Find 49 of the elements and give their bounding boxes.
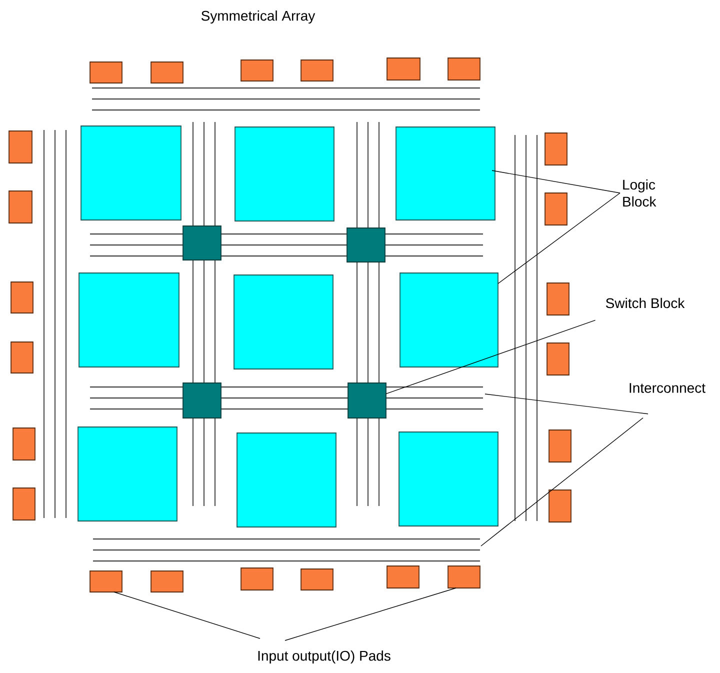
io-pad xyxy=(544,132,568,166)
callout-label: Input output(IO) Pads xyxy=(258,650,390,664)
io-pad xyxy=(240,568,274,590)
logic-block xyxy=(78,426,178,522)
io-pad xyxy=(10,282,34,314)
io-pad xyxy=(546,342,570,376)
io-pad xyxy=(548,490,572,522)
io-pad xyxy=(8,190,32,224)
callout-label: Switch Block xyxy=(606,298,685,308)
leader-line xyxy=(480,418,644,546)
logic-block xyxy=(398,432,498,526)
callout-label: Interconnect xyxy=(630,383,706,393)
io-pad xyxy=(448,58,480,80)
logic-block xyxy=(400,272,498,368)
logic-block xyxy=(234,274,334,370)
logic-block xyxy=(80,126,182,220)
io-pad xyxy=(544,192,568,226)
io-pad xyxy=(546,282,570,316)
switch-block xyxy=(346,228,386,262)
leader-line xyxy=(114,592,260,639)
switch-block xyxy=(182,226,222,260)
io-pad xyxy=(448,566,480,588)
logic-block xyxy=(396,126,496,220)
logic-block xyxy=(234,126,334,222)
io-pad xyxy=(240,60,274,82)
switch-block xyxy=(348,382,386,418)
io-pad xyxy=(548,430,572,462)
leader-line xyxy=(498,192,620,284)
io-pad xyxy=(12,488,36,520)
io-pad xyxy=(12,428,36,460)
leader-line xyxy=(484,394,648,414)
logic-block xyxy=(236,432,336,528)
logic-block xyxy=(78,272,180,368)
io-pad xyxy=(90,62,122,84)
leader-line xyxy=(284,588,456,641)
io-pad xyxy=(150,570,184,592)
io-pad xyxy=(10,342,34,374)
title: Symmetrical Array xyxy=(201,10,316,24)
callout-label: Logic Block xyxy=(623,179,656,207)
io-pad xyxy=(150,62,184,84)
leader-line xyxy=(386,320,596,394)
io-pad xyxy=(386,566,420,588)
io-pad xyxy=(300,568,334,590)
switch-block xyxy=(182,382,222,418)
leader-line xyxy=(492,170,620,194)
io-pad xyxy=(8,130,32,164)
io-pad xyxy=(90,570,122,592)
io-pad xyxy=(300,60,334,82)
io-pad xyxy=(386,58,420,80)
